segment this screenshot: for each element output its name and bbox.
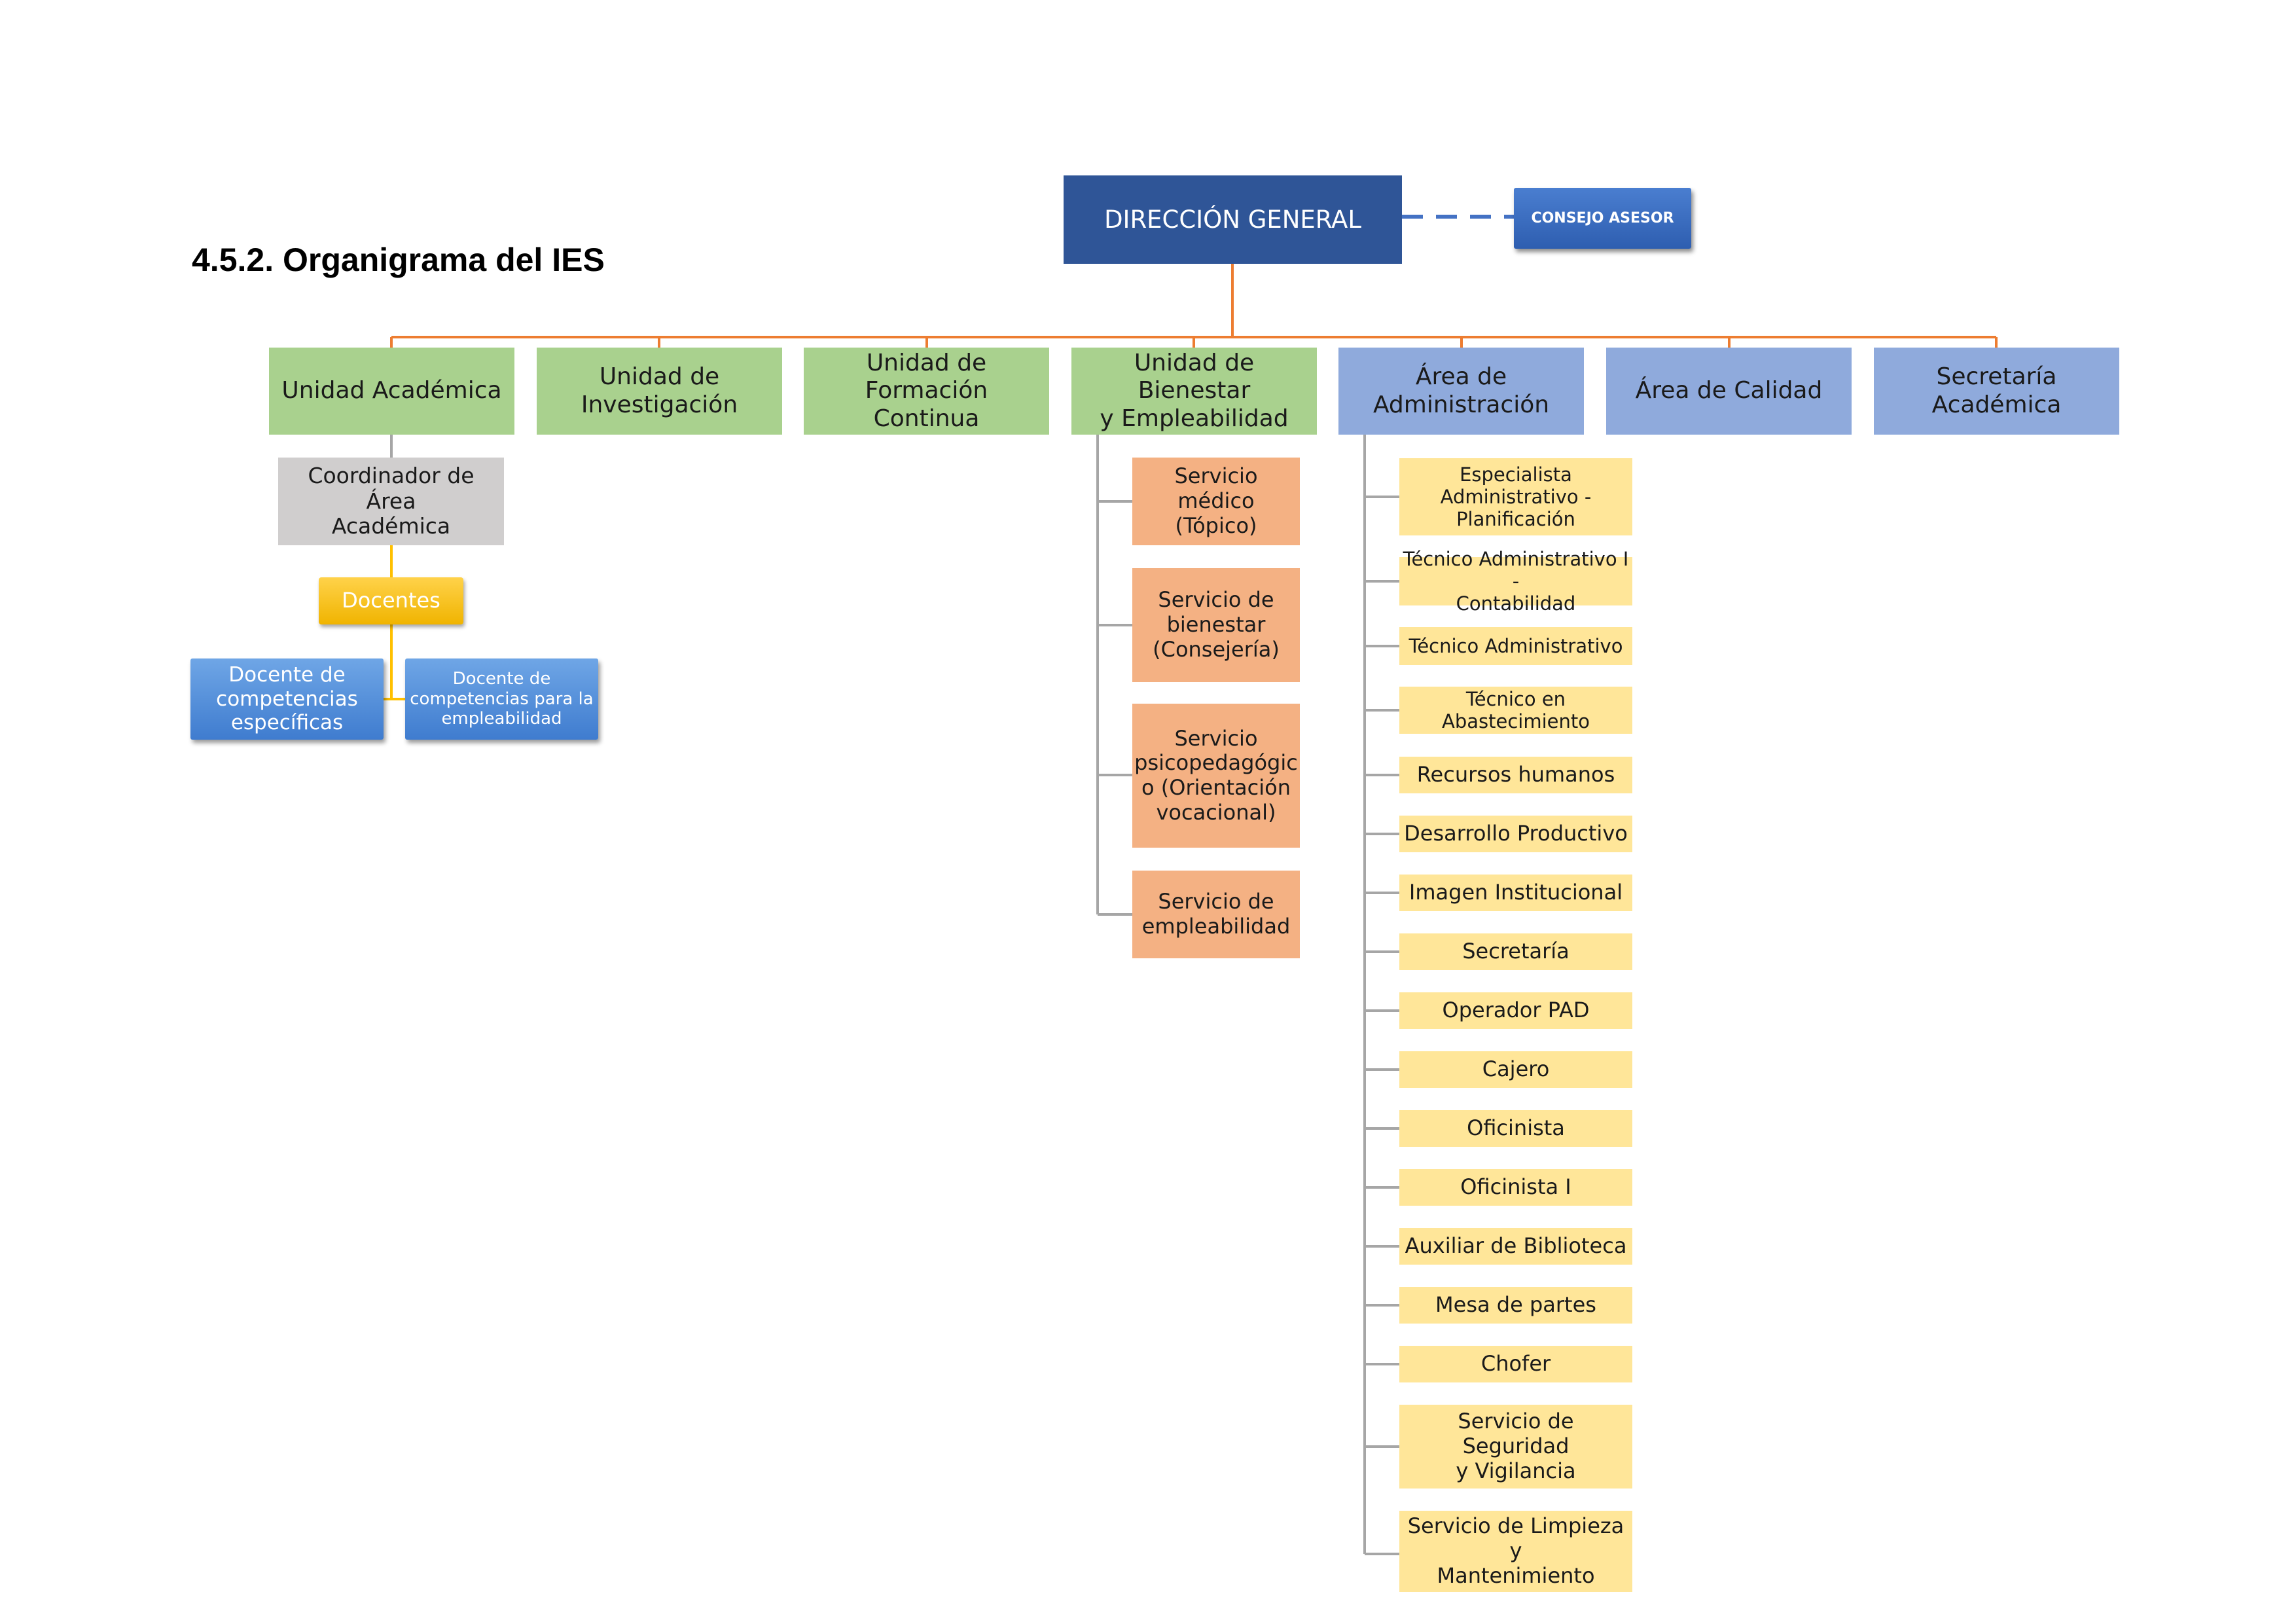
staff-oficinista-i: Oficinista I bbox=[1399, 1169, 1632, 1206]
staff-tecnico-contabilidad: Técnico Administrativo I -Contabilidad bbox=[1399, 548, 1632, 615]
staff-chofer: Chofer bbox=[1399, 1346, 1632, 1382]
staff-auxiliar-biblioteca: Auxiliar de Biblioteca bbox=[1399, 1228, 1632, 1265]
unit-secretaria-academica: Secretaría Académica bbox=[1874, 348, 2119, 435]
unit-calidad: Área de Calidad bbox=[1606, 348, 1852, 435]
main-connectors bbox=[390, 264, 1998, 348]
staff-cajero: Cajero bbox=[1399, 1051, 1632, 1088]
administracion-connectors bbox=[1363, 435, 1399, 1555]
consejo-asesor-box: CONSEJO ASESOR bbox=[1514, 188, 1691, 249]
staff-secretaria: Secretaría bbox=[1399, 933, 1632, 970]
staff-oficinista: Oficinista bbox=[1399, 1110, 1632, 1147]
docentes-box: Docentes bbox=[319, 577, 463, 624]
staff-tecnico-administrativo: Técnico Administrativo bbox=[1399, 627, 1632, 665]
staff-imagen-institucional: Imagen Institucional bbox=[1399, 875, 1632, 911]
docentes-connectors bbox=[384, 545, 405, 700]
unit-academica: Unidad Académica bbox=[269, 348, 514, 435]
staff-operador-pad: Operador PAD bbox=[1399, 992, 1632, 1029]
direccion-general-box: DIRECCIÓN GENERAL bbox=[1064, 175, 1402, 264]
bienestar-connectors bbox=[1096, 435, 1132, 916]
staff-recursos-humanos: Recursos humanos bbox=[1399, 757, 1632, 793]
staff-desarrollo-productivo: Desarrollo Productivo bbox=[1399, 816, 1632, 852]
staff-mesa-de-partes: Mesa de partes bbox=[1399, 1287, 1632, 1324]
page-title: 4.5.2. Organigrama del IES bbox=[192, 242, 605, 278]
service-medico: Servicio médico(Tópico) bbox=[1132, 458, 1300, 545]
